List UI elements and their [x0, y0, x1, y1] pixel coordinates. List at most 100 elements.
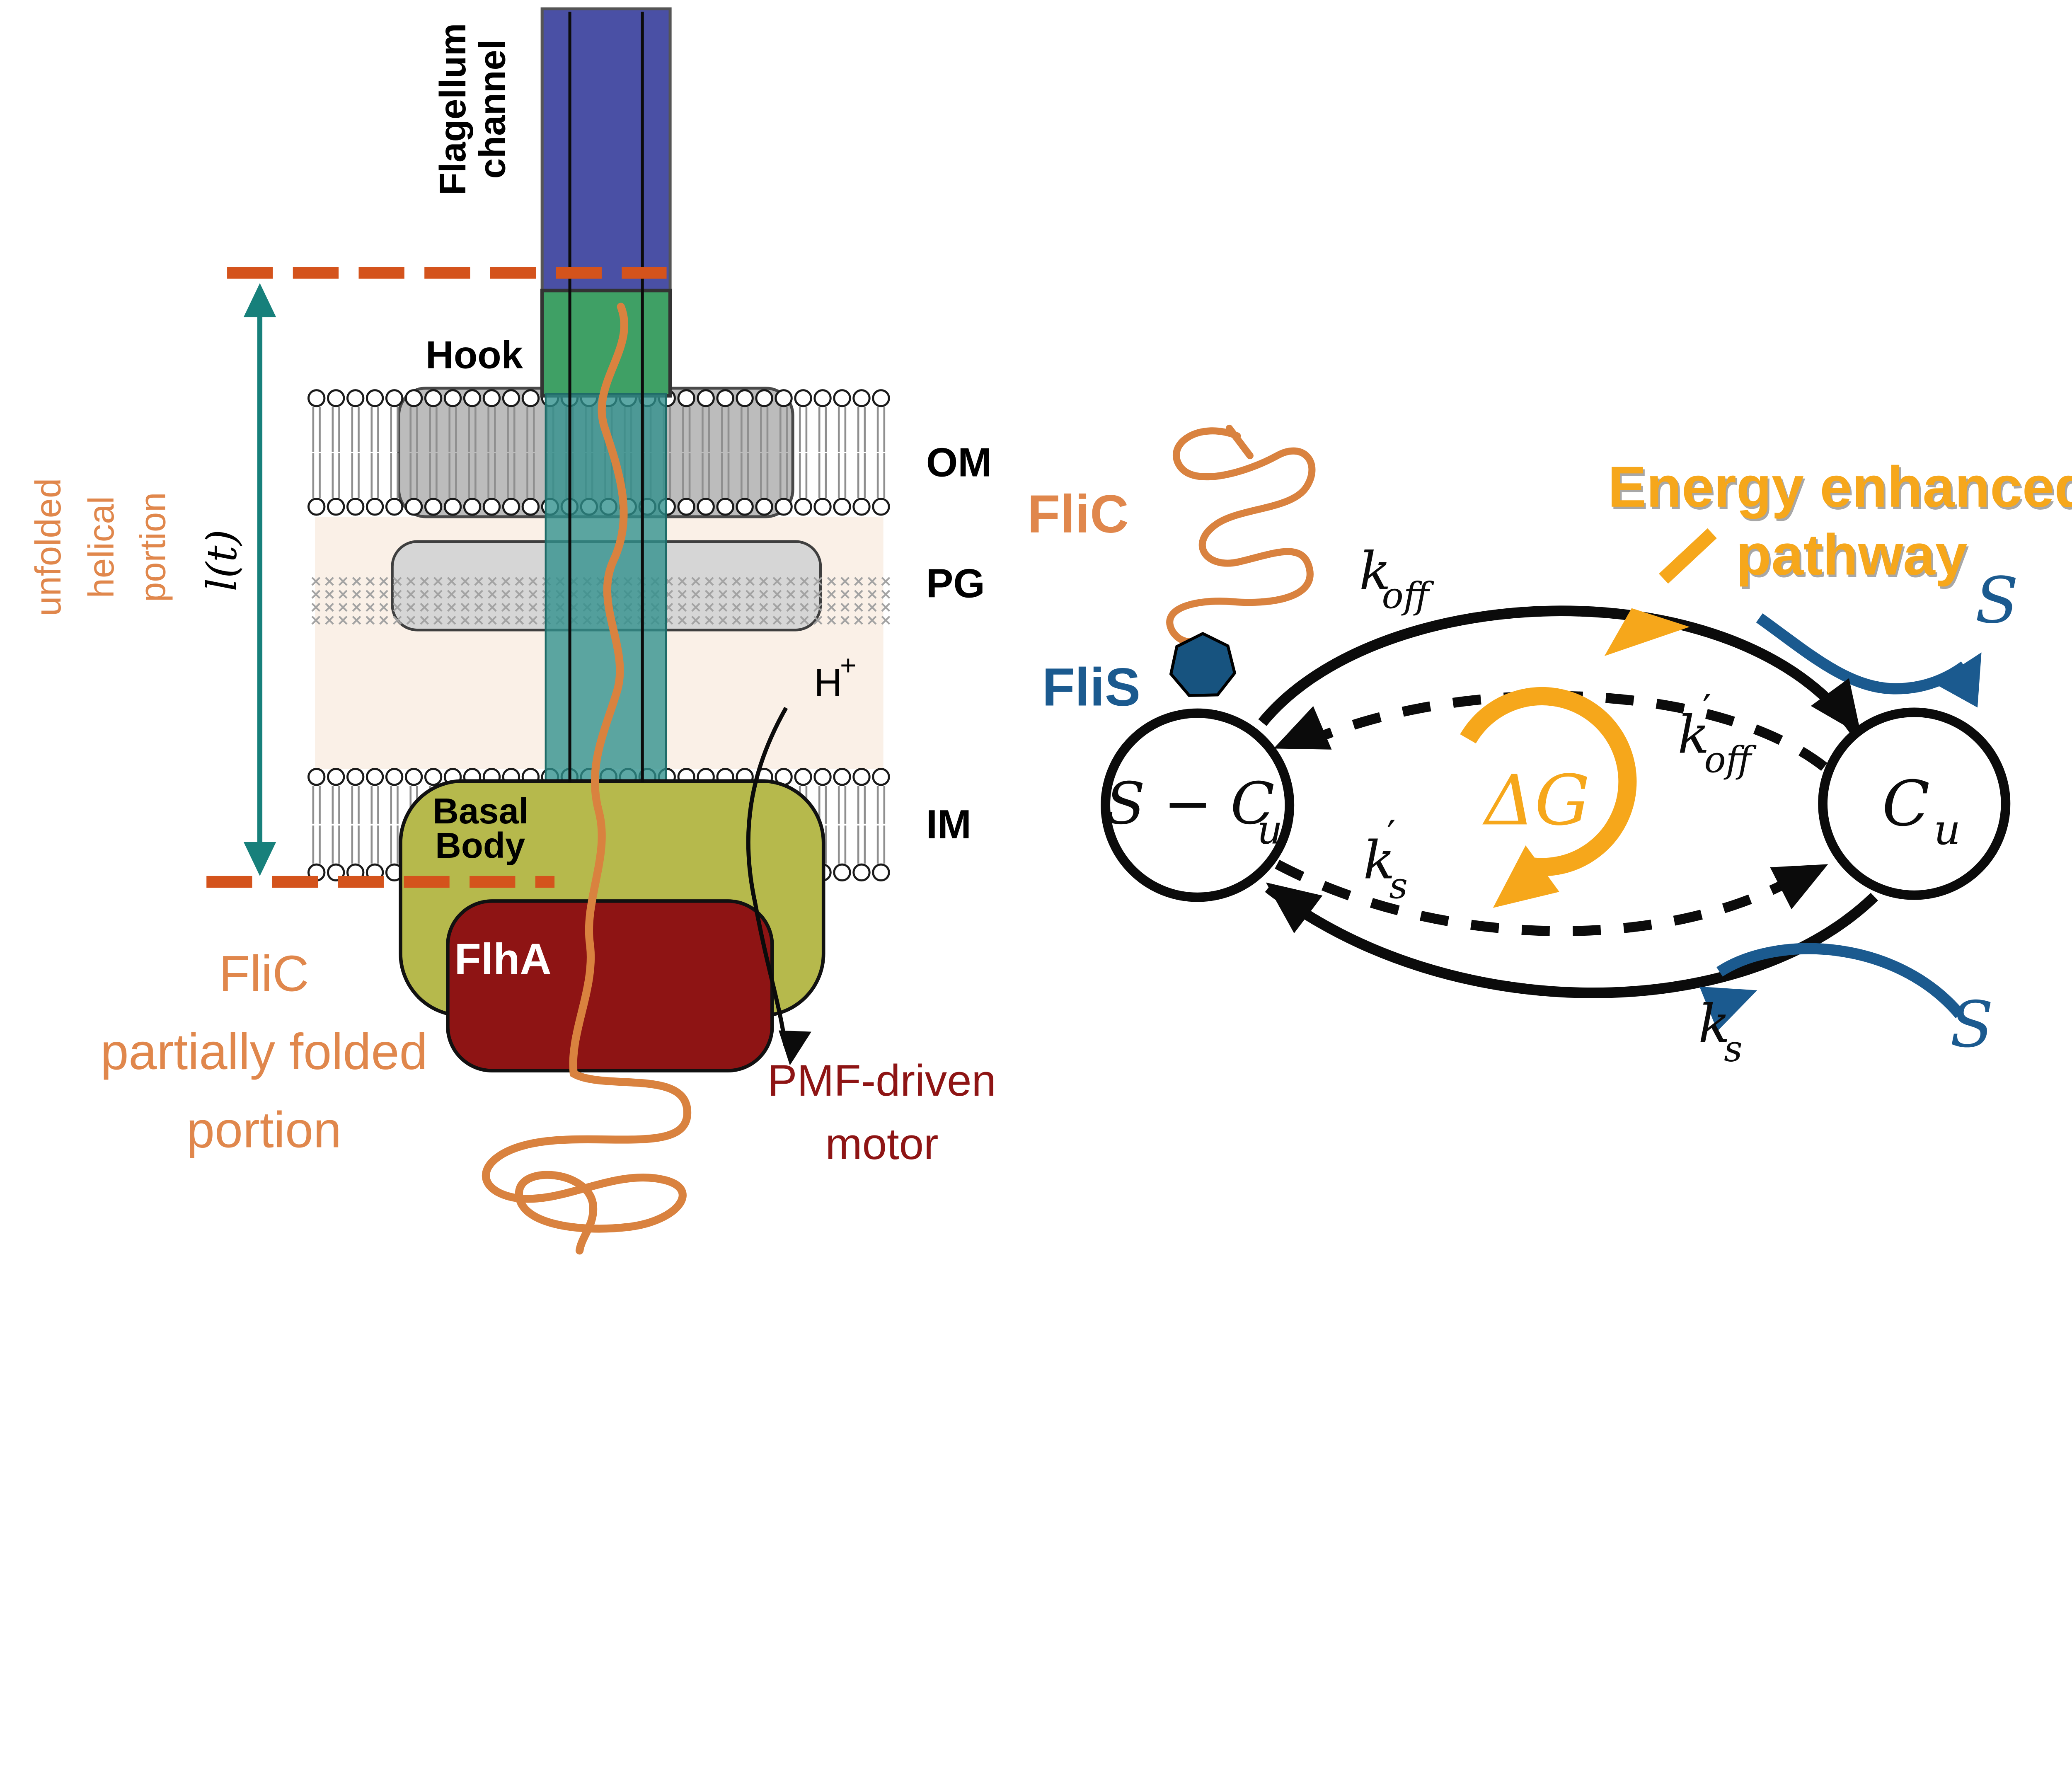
k-off-solid-curve — [1258, 605, 1860, 735]
pg-crosslink-icon — [420, 577, 429, 586]
pmf-motor-label-line1: PMF-driven — [767, 1055, 996, 1105]
pg-crosslink-icon — [840, 590, 850, 599]
pg-crosslink-icon — [325, 590, 334, 599]
pg-crosslink-icon — [800, 590, 809, 599]
pg-crosslink-icon — [772, 577, 782, 586]
delta-g-cycle-arrowhead-icon — [1493, 845, 1559, 908]
pg-crosslink-icon — [447, 603, 456, 612]
lipid-head-icon — [385, 498, 404, 516]
lipid-head-icon — [872, 498, 890, 516]
lipid-head-icon — [482, 389, 501, 407]
pg-crosslink-icon — [786, 603, 795, 612]
pg-crosslink-icon — [867, 577, 877, 586]
pg-crosslink-icon — [759, 577, 768, 586]
pg-crosslink-icon — [325, 616, 334, 625]
pg-crosslink-icon — [528, 603, 537, 612]
k-off-prime-rate-label-prime: ′ — [1702, 686, 1711, 733]
lipid-head-icon — [463, 389, 482, 407]
pg-crosslink-icon — [881, 603, 891, 612]
pg-crosslink-icon — [338, 603, 348, 612]
lipid-head-icon — [346, 498, 365, 516]
pg-crosslink-icon — [460, 603, 470, 612]
lipid-head-icon — [346, 768, 365, 786]
pg-crosslink-icon — [379, 577, 388, 586]
pg-crosslink-icon — [854, 577, 863, 586]
proton-label: H — [814, 661, 842, 704]
pg-crosslink-icon — [854, 590, 863, 599]
pg-crosslink-icon — [827, 616, 836, 625]
pg-crosslink-icon — [406, 590, 416, 599]
k-s-prime-rate-label: k — [1363, 830, 1395, 891]
pg-crosslink-icon — [447, 577, 456, 586]
pg-crosslink-icon — [881, 616, 891, 625]
pg-crosslink-icon — [406, 603, 416, 612]
lipid-head-icon — [872, 768, 890, 786]
unfolded-portion-label-line3: portion — [133, 492, 173, 602]
pg-crosslink-icon — [311, 616, 321, 625]
pg-crosslink-icon — [718, 577, 728, 586]
pg-crosslink-icon — [433, 577, 443, 586]
proton-flow-curve — [746, 707, 788, 1046]
pg-crosslink-icon — [746, 616, 755, 625]
substrate-release-arrowhead-icon — [1934, 652, 1982, 708]
pg-crosslink-icon — [840, 603, 850, 612]
pg-crosslink-icon — [786, 577, 795, 586]
lipid-head-icon — [833, 389, 851, 407]
substrate-binding-label: S — [1950, 988, 1994, 1062]
pg-crosslink-icon — [691, 616, 700, 625]
pg-crosslink-icon — [827, 590, 836, 599]
unfolded-portion-label-line1: unfolded — [28, 478, 68, 616]
pg-crosslink-icon — [366, 603, 375, 612]
lipid-head-icon — [677, 389, 695, 407]
length-arrow-up-head — [243, 283, 276, 317]
partially-folded-label-line2: partially folded — [100, 1023, 427, 1080]
pg-crosslink-icon — [433, 603, 443, 612]
substrate-binding-curve — [1716, 943, 1964, 1019]
k-off-prime-arrowhead-icon — [1273, 706, 1332, 750]
pg-crosslink-icon — [366, 577, 375, 586]
pg-crosslink-icon — [759, 590, 768, 599]
k-s-prime-arrowhead-icon — [1770, 864, 1828, 910]
lipid-head-icon — [385, 768, 404, 786]
pg-crosslink-icon — [338, 590, 348, 599]
lipid-head-icon — [677, 498, 695, 516]
basal-body-label-line1: Basal — [433, 791, 529, 831]
pg-crosslink-icon — [786, 590, 795, 599]
pg-crosslink-icon — [746, 577, 755, 586]
pmf-motor-label-line2: motor — [825, 1119, 939, 1169]
pg-crosslink-icon — [392, 616, 402, 625]
pg-crosslink-icon — [460, 577, 470, 586]
pg-crosslink-icon — [704, 590, 714, 599]
pg-crosslink-icon — [772, 590, 782, 599]
k-off-prime-rate-label: k — [1677, 704, 1709, 765]
energy-pathway-label-line2: pathway — [1736, 522, 1967, 587]
pg-crosslink-icon — [678, 603, 687, 612]
pg-crosslink-icon — [867, 590, 877, 599]
flagellum-channel-tube — [540, 7, 672, 294]
pg-crosslink-icon — [691, 577, 700, 586]
k-s-prime-rate-label-subscript: s — [1389, 865, 1408, 907]
lipid-head-icon — [852, 498, 871, 516]
lipid-head-icon — [813, 498, 832, 516]
proton-label-superscript: + — [840, 650, 856, 681]
pg-crosslink-icon — [678, 590, 687, 599]
pg-crosslink-icon — [338, 616, 348, 625]
delta-g-label: ΔG — [1482, 760, 1590, 841]
lipid-head-icon — [833, 863, 851, 882]
lipid-head-icon — [852, 389, 871, 407]
flha-label: FlhA — [455, 935, 552, 983]
lipid-head-icon — [404, 768, 423, 786]
k-s-solid-curve — [1265, 884, 1878, 998]
lipid-head-icon — [794, 498, 812, 516]
pg-crosslink-icon — [420, 616, 429, 625]
pg-crosslink-icon — [840, 577, 850, 586]
pg-crosslink-icon — [827, 577, 836, 586]
lipid-head-icon — [366, 768, 384, 786]
s-cu-state-label-subscript: u — [1257, 807, 1283, 853]
pg-crosslink-icon — [746, 603, 755, 612]
lipid-head-icon — [502, 498, 520, 516]
pg-crosslink-icon — [379, 590, 388, 599]
pg-crosslink-icon — [420, 603, 429, 612]
substrate-release-curve — [1756, 613, 1968, 695]
pg-crosslink-icon — [433, 616, 443, 625]
